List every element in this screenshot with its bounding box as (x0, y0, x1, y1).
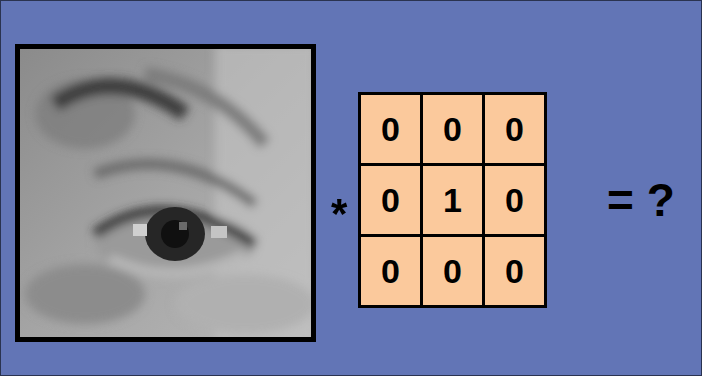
kernel-cell: 0 (358, 92, 423, 166)
kernel-value: 0 (381, 181, 400, 220)
kernel-value: 1 (443, 181, 462, 220)
kernel-value: 0 (443, 252, 462, 291)
eye-photo (15, 44, 316, 342)
kernel-cell: 0 (420, 92, 485, 166)
kernel-value: 0 (443, 110, 462, 149)
kernel-value: 0 (381, 110, 400, 149)
kernel-cell: 1 (420, 163, 485, 237)
operator-symbol: * (331, 190, 347, 238)
kernel-value: 0 (381, 252, 400, 291)
kernel-value: 0 (505, 110, 524, 149)
kernel-value: 0 (505, 252, 524, 291)
kernel-cell: 0 (420, 234, 485, 308)
kernel-cell: 0 (358, 234, 423, 308)
result-label: = ? (607, 173, 675, 227)
kernel-cell: 0 (358, 163, 423, 237)
kernel-cell: 0 (482, 234, 547, 308)
kernel-cell: 0 (482, 163, 547, 237)
kernel-cell: 0 (482, 92, 547, 166)
kernel-value: 0 (505, 181, 524, 220)
